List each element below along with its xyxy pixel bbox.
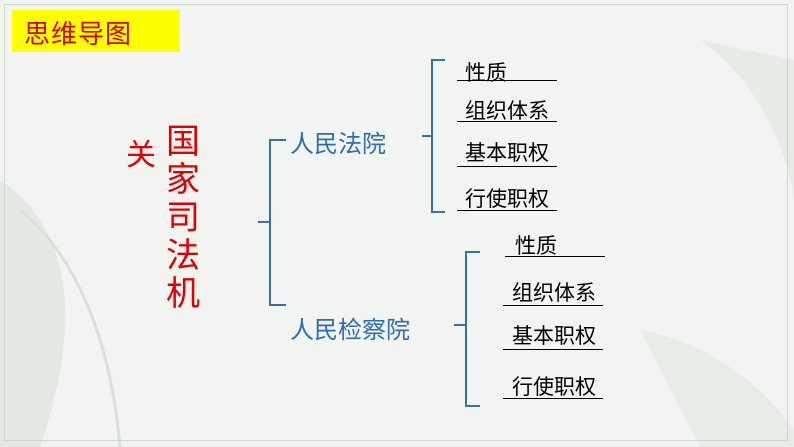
procuratorate-bracket [454, 252, 480, 406]
court-leaf-exercise: 行使职权 [465, 183, 549, 213]
procuratorate-leaf-powers: 基本职权 [512, 320, 596, 350]
court-leaf-powers: 基本职权 [465, 137, 549, 167]
procuratorate-leaf-rule [503, 349, 603, 350]
court-bracket [422, 60, 445, 212]
court-leaf-rule [457, 210, 557, 211]
court-leaf-nature: 性质 [465, 57, 507, 87]
court-leaf-rule [457, 80, 557, 81]
branch-court-label: 人民法院 [290, 124, 386, 159]
procuratorate-leaf-rule [503, 398, 603, 399]
procuratorate-leaf-exercise: 行使职权 [512, 371, 596, 401]
branch-procuratorate-label: 人民检察院 [290, 310, 410, 345]
procuratorate-leaf-rule [505, 256, 605, 257]
court-leaf-rule [457, 166, 557, 167]
main-bracket [258, 140, 286, 305]
procuratorate-leaf-rule [503, 305, 603, 306]
court-leaf-rule [457, 121, 557, 122]
procuratorate-leaf-organization: 组织体系 [512, 277, 596, 307]
